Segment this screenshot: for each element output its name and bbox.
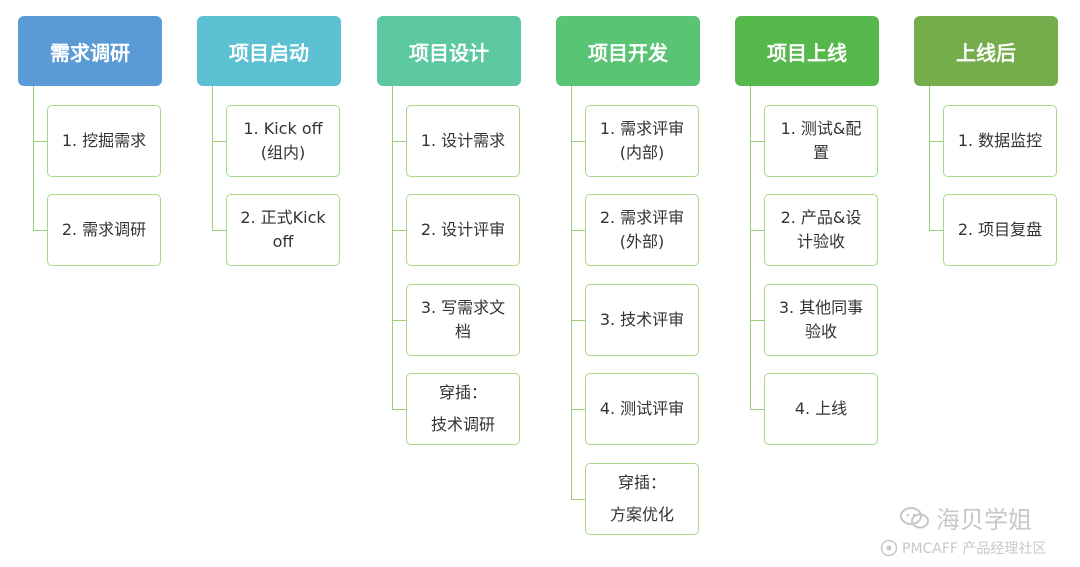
step-box: 1. 设计需求 [406, 105, 520, 177]
connector-branch [929, 230, 943, 231]
step-box: 2. 产品&设 计验收 [764, 194, 878, 266]
connector-branch [571, 409, 585, 410]
step-box: 1. 挖掘需求 [47, 105, 161, 177]
connector-branch [392, 230, 406, 231]
header-project-kickoff: 项目启动 [197, 16, 341, 86]
connector-branch [212, 141, 226, 142]
connector-branch [750, 141, 764, 142]
connector-branch [571, 141, 585, 142]
step-box: 4. 测试评审 [585, 373, 699, 445]
connector-branch [750, 320, 764, 321]
connector-line [750, 86, 751, 409]
connector-branch [571, 230, 585, 231]
connector-branch [571, 320, 585, 321]
step-box: 1. 测试&配 置 [764, 105, 878, 177]
connector-branch [750, 230, 764, 231]
connector-branch [929, 141, 943, 142]
step-box: 3. 其他同事 验收 [764, 284, 878, 356]
connector-branch [571, 499, 585, 500]
watermark-brand-text: 海贝学姐 [936, 506, 1032, 534]
connector-branch [392, 141, 406, 142]
connector-branch [750, 409, 764, 410]
watermark-community-text: PMCAFF 产品经理社区 [902, 541, 1047, 557]
connector-branch [33, 230, 47, 231]
header-project-launch: 项目上线 [735, 16, 879, 86]
step-box: 2. 设计评审 [406, 194, 520, 266]
watermark-brand: 海贝学姐 [900, 500, 1032, 535]
header-post-launch: 上线后 [914, 16, 1058, 86]
connector-line [212, 86, 213, 230]
pmcaff-logo-icon [880, 539, 898, 557]
connector-line [392, 86, 393, 409]
connector-line [33, 86, 34, 230]
connector-branch [392, 409, 406, 410]
connector-branch [33, 141, 47, 142]
step-box: 4. 上线 [764, 373, 878, 445]
step-box: 穿插： 方案优化 [585, 463, 699, 535]
header-project-design: 项目设计 [377, 16, 521, 86]
step-box: 2. 正式Kick off [226, 194, 340, 266]
step-box: 2. 需求调研 [47, 194, 161, 266]
connector-line [571, 86, 572, 499]
step-box: 穿插： 技术调研 [406, 373, 520, 445]
step-box: 2. 项目复盘 [943, 194, 1057, 266]
header-project-development: 项目开发 [556, 16, 700, 86]
connector-branch [212, 230, 226, 231]
watermark-community: PMCAFF 产品经理社区 [880, 538, 1046, 558]
step-box: 1. 数据监控 [943, 105, 1057, 177]
step-box: 3. 技术评审 [585, 284, 699, 356]
header-requirement-research: 需求调研 [18, 16, 162, 86]
step-box: 3. 写需求文 档 [406, 284, 520, 356]
connector-branch [392, 320, 406, 321]
step-box: 2. 需求评审 (外部) [585, 194, 699, 266]
step-box: 1. 需求评审 (内部) [585, 105, 699, 177]
wechat-icon [900, 506, 929, 528]
step-box: 1. Kick off (组内) [226, 105, 340, 177]
connector-line [929, 86, 930, 230]
